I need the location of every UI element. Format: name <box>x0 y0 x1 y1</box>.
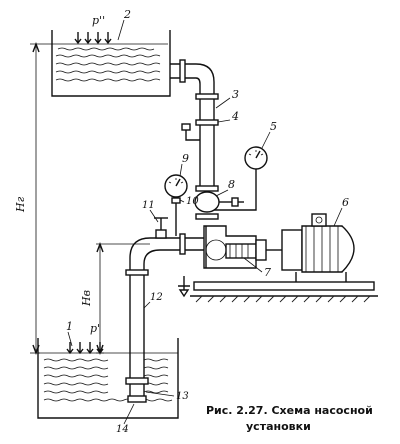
label-3: 3 <box>232 88 239 101</box>
caption-line-1: Рис. 2.27. Схема насосной <box>206 404 373 417</box>
label-4: 4 <box>231 110 239 123</box>
label-2: 2 <box>123 8 131 21</box>
label-7: 7 <box>264 266 271 279</box>
suction-height-label: Hв <box>80 290 93 307</box>
top-pressure-label: p'' <box>92 14 105 27</box>
geometric-height-label: Hг <box>14 196 27 213</box>
electric-motor <box>281 213 355 282</box>
lower-tank <box>37 338 179 419</box>
label-1: 1 <box>66 320 73 333</box>
label-13: 13 <box>176 391 189 402</box>
coupling <box>255 239 267 261</box>
discharge-valve <box>194 191 244 213</box>
vacuum-gauge <box>164 174 188 236</box>
label-10: 10 <box>186 196 199 207</box>
geometric-height-dimension <box>30 42 52 355</box>
suction-height-dimension <box>96 242 150 355</box>
bottom-pressure-label: p' <box>90 322 100 335</box>
label-14: 14 <box>116 424 129 435</box>
discharge-pressure-gauge <box>214 146 268 211</box>
label-6: 6 <box>342 196 349 209</box>
label-5: 5 <box>270 120 277 133</box>
suction-pipe <box>125 217 206 403</box>
label-11: 11 <box>142 200 155 211</box>
upper-tank <box>51 30 171 97</box>
discharge-pipe <box>170 59 219 220</box>
label-8: 8 <box>228 178 235 191</box>
caption-line-2: установки <box>246 420 311 433</box>
foundation <box>178 276 378 303</box>
label-9: 9 <box>182 152 189 165</box>
label-12: 12 <box>150 292 163 303</box>
